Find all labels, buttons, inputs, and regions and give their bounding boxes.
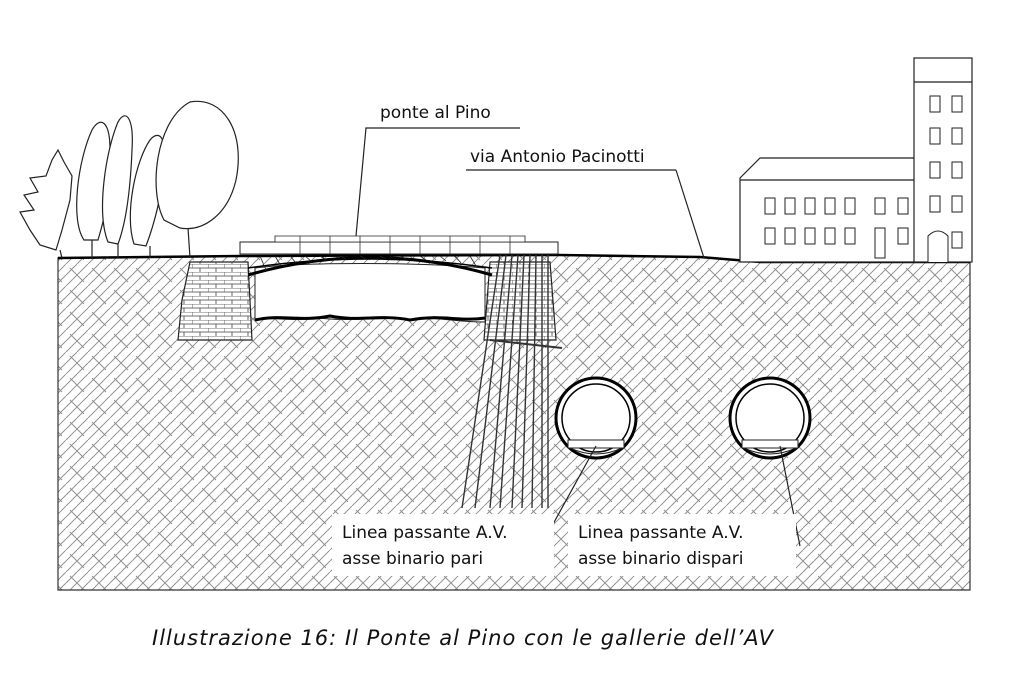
foundation-piles (461, 254, 563, 509)
figure-caption: Illustrazione 16: Il Ponte al Pino con l… (152, 626, 775, 650)
label-tunnel-right-line2: asse binario dispari (578, 549, 744, 569)
riverbed (254, 263, 486, 323)
tunnel-right (728, 376, 812, 460)
label-tunnel-left-line2: asse binario pari (342, 549, 483, 569)
leader-lines (355, 127, 801, 547)
trees (19, 100, 239, 259)
label-box-right (568, 514, 796, 576)
label-bridge: ponte al Pino (380, 103, 491, 123)
label-tunnel-left-line1: Linea passante A.V. (342, 523, 507, 543)
bridge (239, 235, 559, 277)
label-box-left (332, 514, 554, 576)
label-street: via Antonio Pacinotti (470, 147, 645, 167)
bridge-abutments (177, 261, 557, 341)
label-tunnel-right-line1: Linea passante A.V. (578, 523, 743, 543)
buildings (739, 57, 973, 263)
tunnel-left (554, 376, 638, 460)
